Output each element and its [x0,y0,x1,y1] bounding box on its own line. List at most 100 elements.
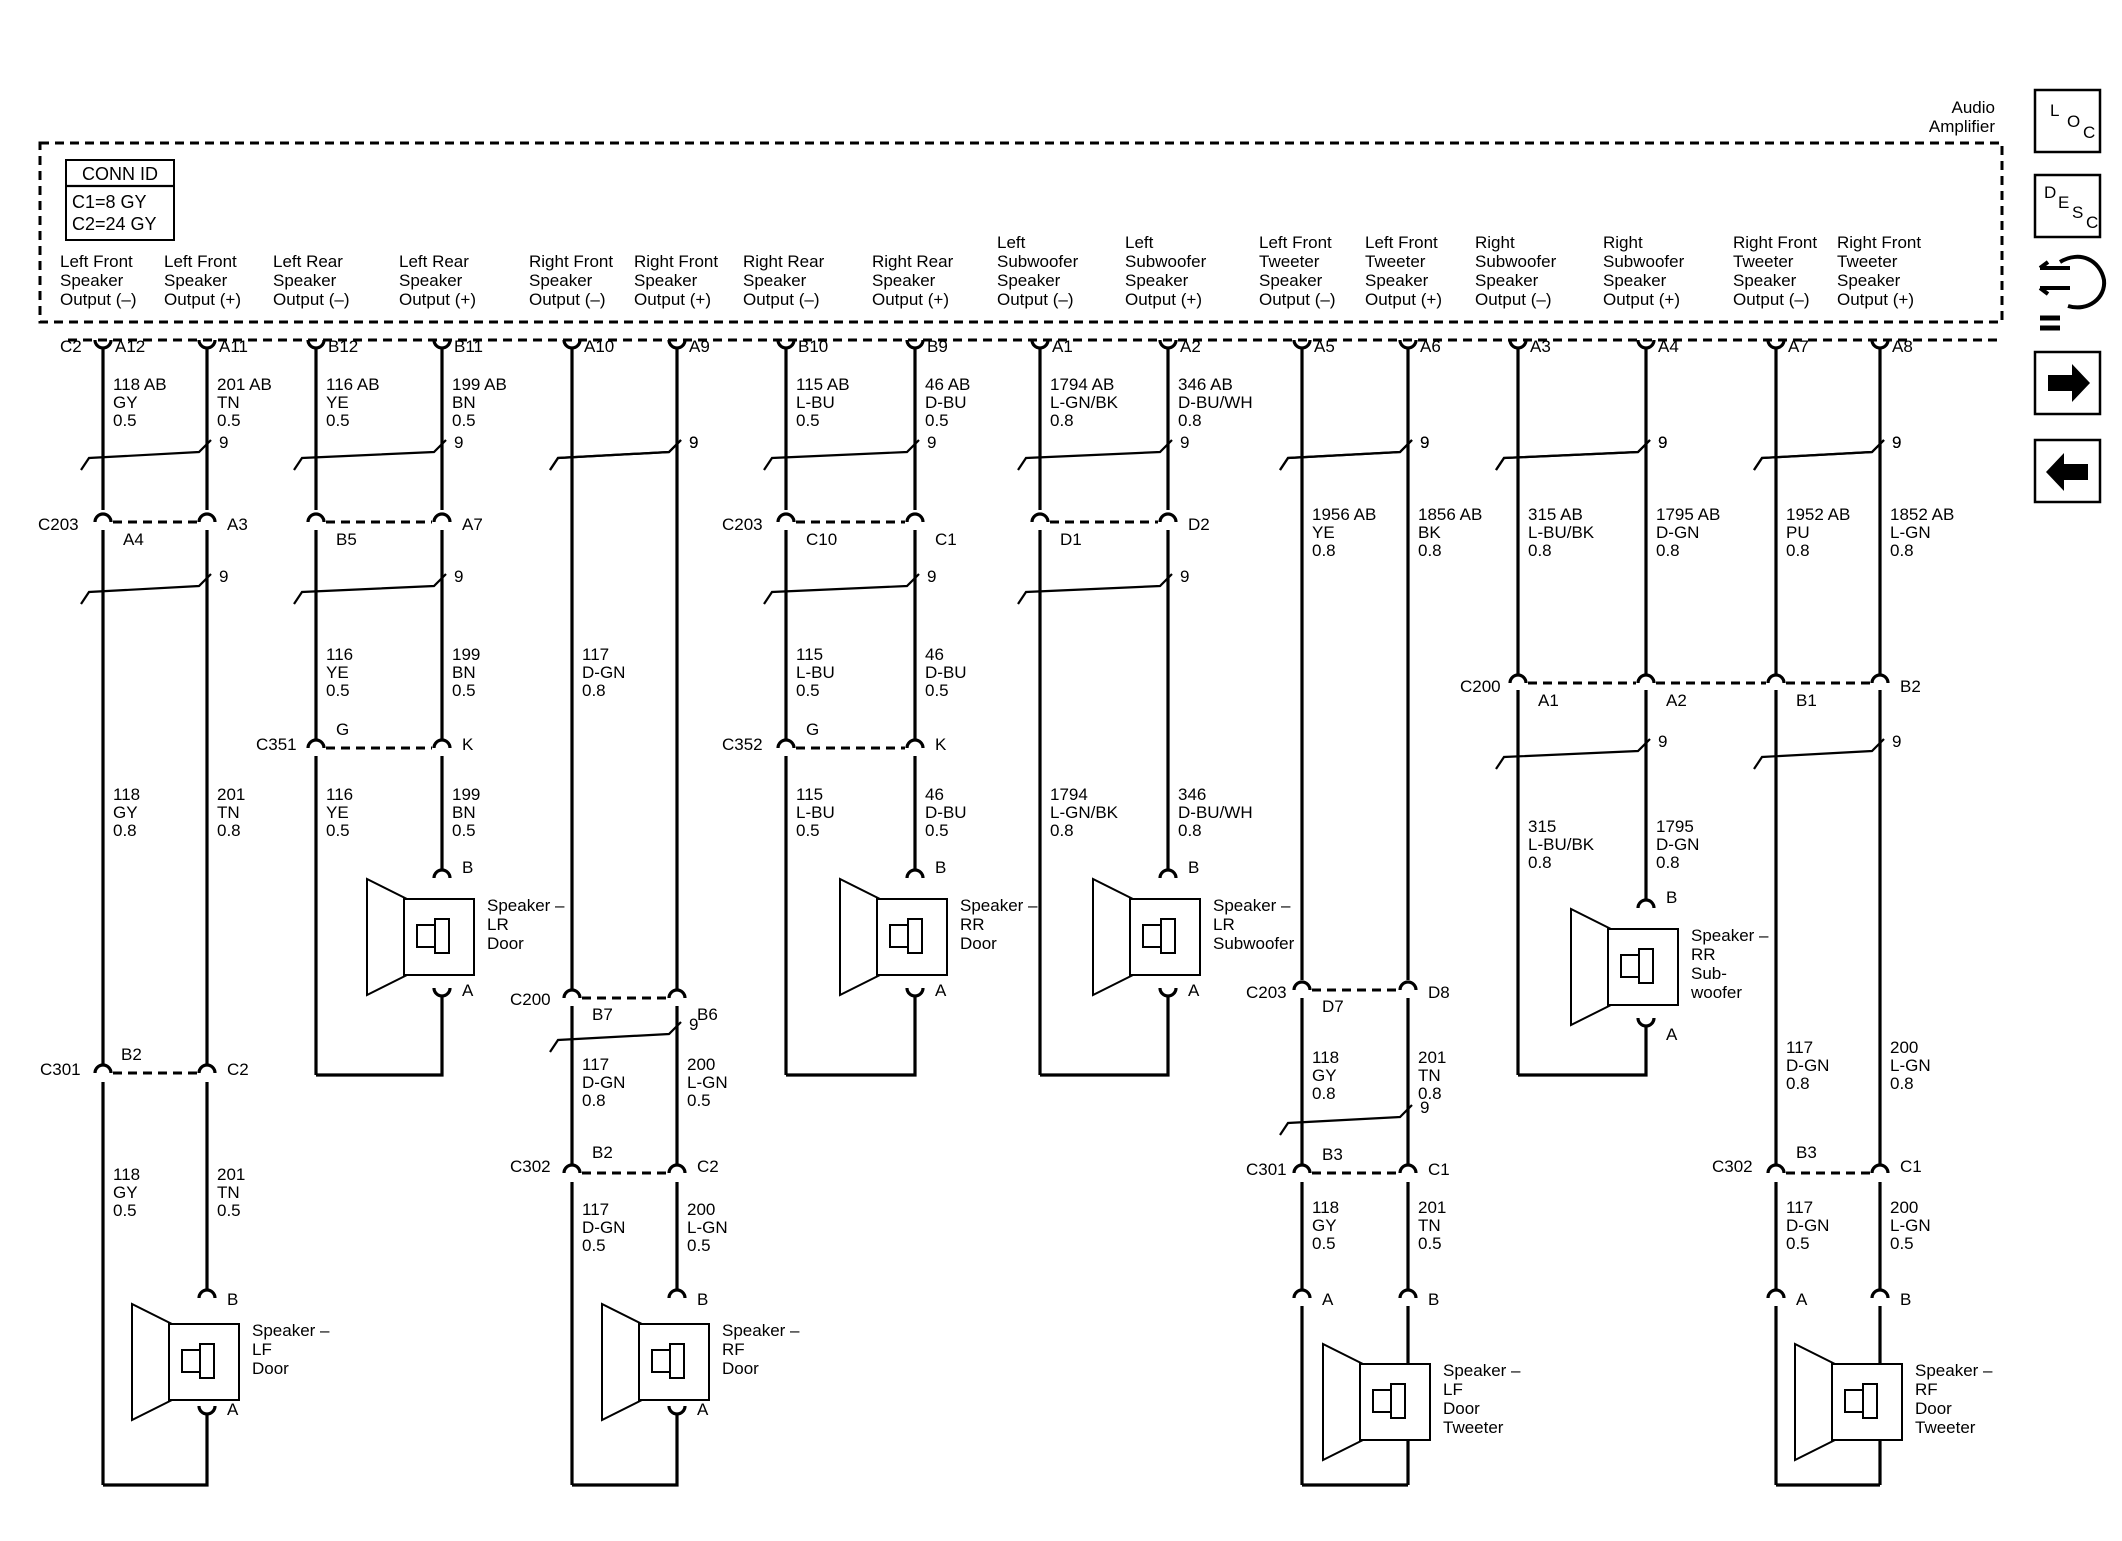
twisted-pair-label: 9 [927,567,936,586]
wire-label-line: 117 [582,645,609,664]
output-label: Left Front [1259,233,1332,252]
wire-label-line: 0.8 [1890,1074,1914,1093]
output-label: Output (+) [872,290,949,309]
wire [1040,995,1170,1077]
previous-button[interactable] [2033,438,2102,504]
connector-pin-label: K [462,735,474,754]
wire-label-line: 200 [687,1200,715,1219]
speaker-label: LF [252,1340,272,1359]
twisted-pair-mark [1495,439,1651,471]
desc-button-frame[interactable] [2033,173,2102,239]
wire-label-line: 200 [687,1055,715,1074]
amp-pin-label: B11 [454,337,483,356]
twist-row2 [763,573,920,605]
twisted-pair-label: 9 [219,433,228,452]
connector-name: C203 [722,515,763,534]
twisted-pair-label: 9 [1180,433,1189,452]
wire-label-line: 315 [1528,817,1556,836]
wire-label-line: 1952 AB [1786,505,1850,524]
wire-label-line: 0.5 [796,821,820,840]
connector-pin-label: C1 [935,530,957,549]
amp-pin-label: A10 [584,337,614,356]
loc-button[interactable]: LOC [2033,88,2102,154]
connector-pin [1766,1288,1786,1299]
wire-label-line: PU [1786,523,1810,542]
wire-label-line: BN [452,663,476,682]
connector-pin [1292,980,1312,991]
wire-label-line: 118 [1312,1048,1339,1067]
twisted-pair-label: 9 [1658,433,1667,452]
wire-label-line: 115 [796,785,823,804]
wire [316,995,444,1077]
speaker-coil [434,918,450,954]
speaker-label: Tweeter [1915,1418,1976,1437]
wire-label-line: 346 AB [1178,375,1233,394]
output-label: Left Rear [273,252,343,271]
amp-pin-label: B9 [927,337,948,356]
wire-label-line: 0.8 [1890,541,1914,560]
twist-row2 [80,573,212,605]
loc-button-frame[interactable] [2033,88,2102,154]
twisted-pair-label: 9 [1658,732,1667,751]
twisted-pair-label: 9 [1892,732,1901,751]
wire-label-line: 0.8 [1656,853,1680,872]
wire-label-line: 118 [113,785,140,804]
wire-label-line: YE [326,663,349,682]
amp-pin-label: A12 [115,337,145,356]
next-button[interactable] [2033,350,2102,416]
wire-label-line: D-GN [582,1073,625,1092]
twisted-pair-label: 9 [927,433,936,452]
wire-label-line: 0.5 [217,1201,241,1220]
output-label: Speaker [164,271,228,290]
twist-row2 [293,573,447,605]
speaker-cone [1092,877,1134,997]
wire-label-line: 315 AB [1528,505,1583,524]
desc-letter: S [2072,203,2083,222]
connector-pin-label: C1 [1900,1157,1922,1176]
twisted-pair-label: 9 [689,433,698,452]
connector-pin-label: D8 [1428,983,1450,1002]
connector-pin-label: K [935,735,947,754]
wire-label-line: 0.8 [1528,853,1552,872]
wire-label-line: L-GN/BK [1050,803,1119,822]
harness-icon-curve [2058,254,2107,310]
amp-wire-label: 46 ABD-BU0.5 [925,375,970,430]
speaker-coil [1862,1383,1878,1419]
wire-label-line: 46 [925,645,944,664]
harness-icon[interactable] [2038,254,2107,331]
amp-pin-label: A1 [1052,337,1073,356]
amp-pin [1508,339,1528,350]
amplifier-title: Amplifier [1929,117,1995,136]
wire-label-line: TN [1418,1216,1441,1235]
wire-label-line: 200 [1890,1198,1918,1217]
speaker-coil [907,918,923,954]
output-label: Subwoofer [1475,252,1557,271]
wire-label-line: 0.5 [1312,1234,1336,1253]
twisted-pair-label: 9 [219,567,228,586]
wire-label-line: 116 AB [326,375,380,394]
connector-pin [1870,1163,1890,1174]
wire-label-line: 0.5 [687,1091,711,1110]
wire-label-line: YE [1312,523,1335,542]
connector-name: C302 [510,1157,551,1176]
speaker-label: Door [960,934,997,953]
wire-label-line: BN [452,393,476,412]
output-label: Right Front [1837,233,1921,252]
output-label: Output (–) [1259,290,1336,309]
wire-label-line: 0.5 [452,411,476,430]
connector-pin-label: B3 [1322,1145,1343,1164]
wire-label-line: GY [113,803,138,822]
wire-label-line: 0.8 [1528,541,1552,560]
amp-pin-label: A7 [1788,337,1809,356]
pin-label: A [1666,1025,1678,1044]
wire-label-line: D-GN [582,1218,625,1237]
connector-pin [432,512,452,523]
amp-pin [905,339,925,350]
connector-pin-label: C2 [697,1157,719,1176]
